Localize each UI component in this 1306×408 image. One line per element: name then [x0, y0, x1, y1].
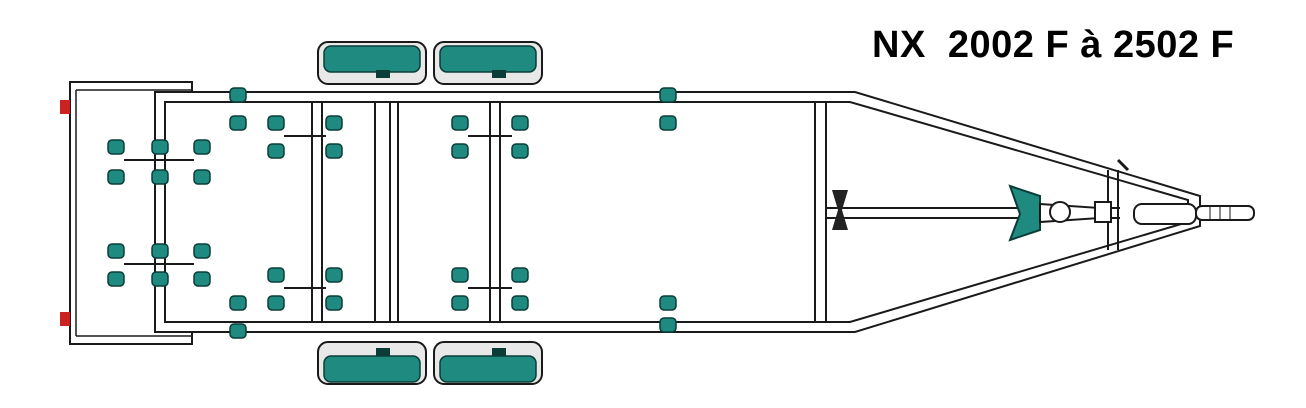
- front-support-icon: [832, 190, 848, 230]
- wheel-top-right: [433, 41, 543, 85]
- diagram-title: NX 2002 F à 2502 F: [872, 24, 1235, 66]
- roller-set: [107, 87, 677, 339]
- wheel-top-left: [317, 41, 427, 85]
- tail-light-bottom: [60, 312, 70, 326]
- tail-light-top: [60, 100, 70, 114]
- winch-post: [1008, 158, 1130, 242]
- wheel-bottom-right: [433, 341, 543, 385]
- coupling-head: [1133, 203, 1255, 225]
- wheel-bottom-left: [317, 341, 427, 385]
- trailer-frame: [154, 91, 1201, 333]
- roller-shafts: [124, 135, 512, 289]
